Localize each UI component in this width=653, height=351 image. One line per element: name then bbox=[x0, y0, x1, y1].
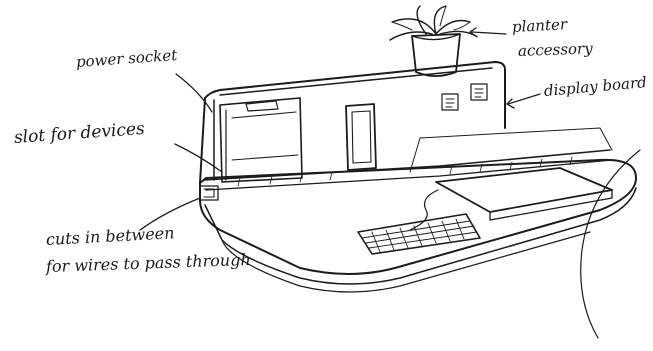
power-socket-leader bbox=[176, 74, 212, 112]
label-planter-line2: accessory bbox=[518, 41, 593, 59]
display-card-2 bbox=[471, 84, 487, 100]
keyboard bbox=[358, 214, 480, 254]
tablet bbox=[436, 168, 612, 220]
phone-in-slot bbox=[346, 104, 376, 170]
cable bbox=[410, 190, 438, 230]
slot-leader bbox=[175, 144, 222, 172]
display-leader bbox=[508, 94, 540, 104]
planter-leader bbox=[472, 32, 506, 34]
display-card-1 bbox=[442, 94, 458, 110]
front-rail bbox=[204, 128, 612, 190]
device-slot bbox=[220, 98, 302, 182]
background-curve bbox=[581, 150, 640, 338]
label-planter-line1: planter bbox=[512, 17, 568, 35]
wire-cutouts bbox=[200, 186, 218, 200]
